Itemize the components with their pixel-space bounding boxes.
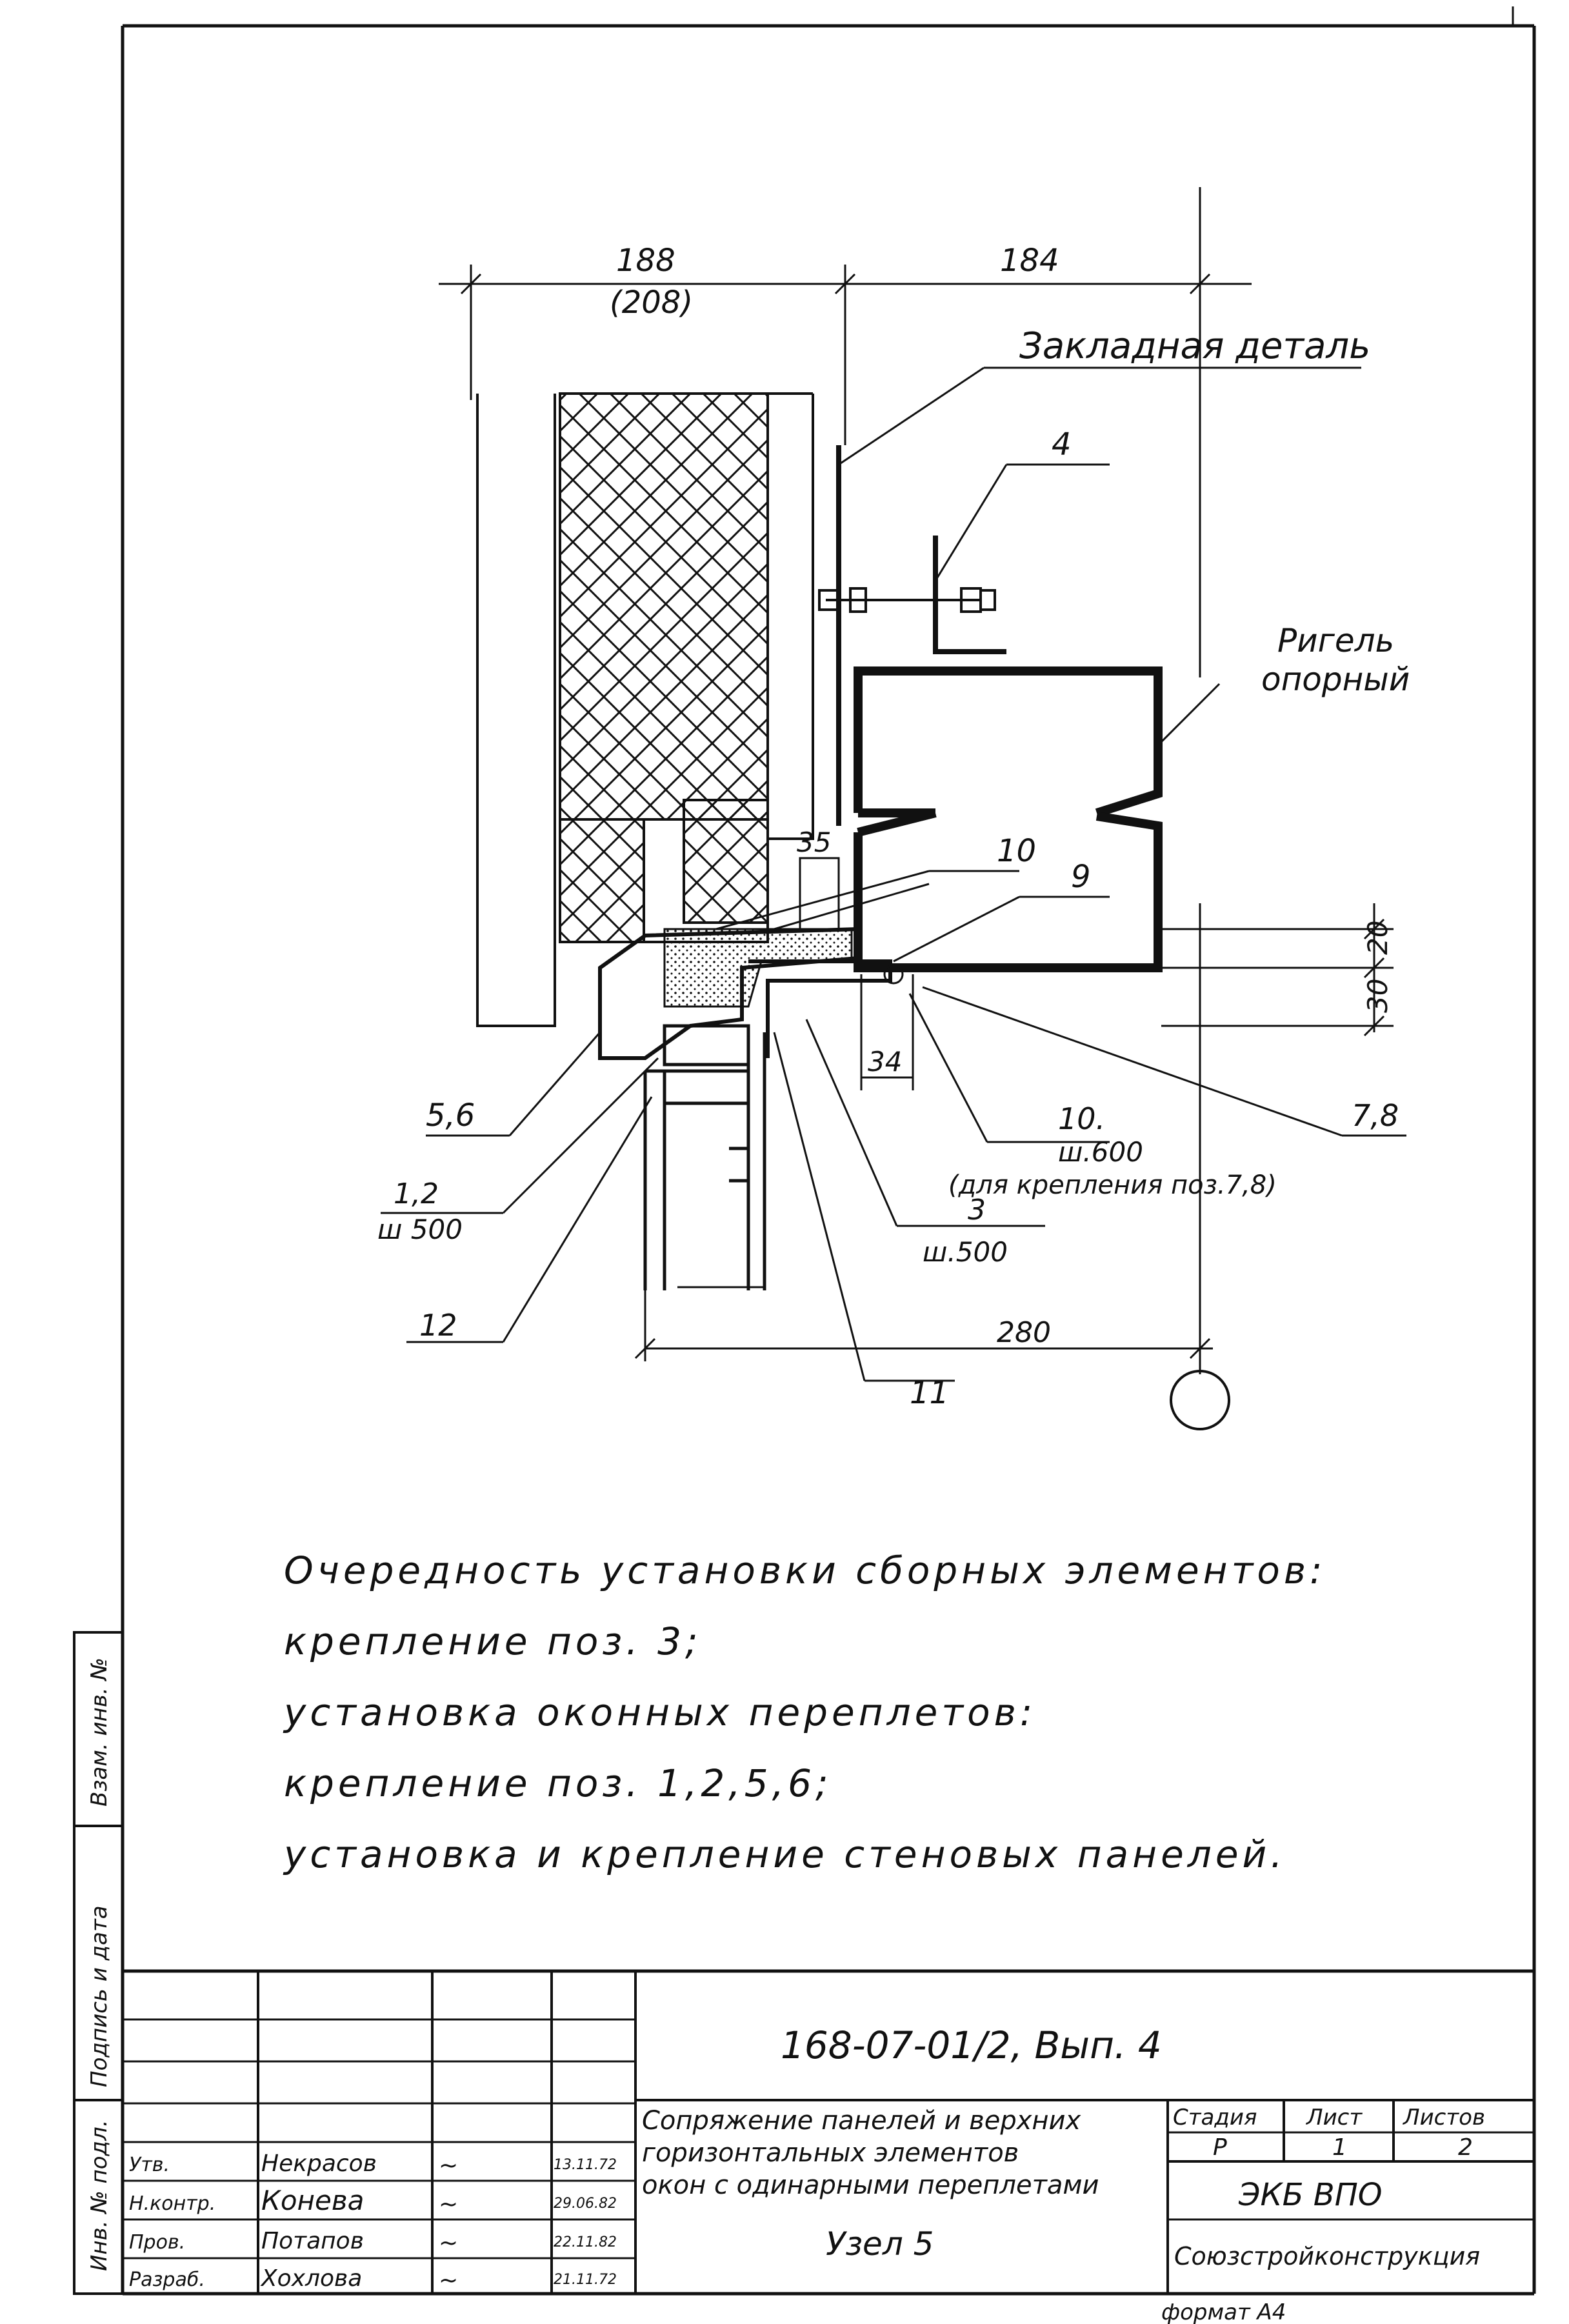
- pos-10-step: ш.600: [1058, 1136, 1143, 1168]
- person-name-4: Хохлова: [260, 2265, 362, 2292]
- dim-188: 188: [616, 243, 675, 279]
- format-label: формат А4: [1161, 2299, 1286, 2324]
- dim-35: 35: [797, 826, 831, 858]
- sheets-value: 2: [1458, 2134, 1473, 2161]
- title-line-1: Сопряжение панелей и верхних: [642, 2106, 1081, 2136]
- note-line-1: Очередность установки сборных элементов:: [284, 1548, 1326, 1592]
- axis-marker: [1170, 1370, 1230, 1430]
- wall-panel-inner-layer: [766, 394, 814, 840]
- pos-11: 11: [910, 1375, 949, 1411]
- person-sign-2: ~: [439, 2191, 458, 2218]
- title-block-text: 168-07-01/2, Вып. 4 Сопряжение панелей и…: [129, 2023, 1485, 2324]
- person-date-2: 29.06.82: [554, 2196, 617, 2212]
- org-line-1: ЭКБ ВПО: [1238, 2177, 1383, 2213]
- angle-profile-3: [748, 959, 892, 1058]
- note-line-5: установка и крепление стеновых панелей.: [284, 1832, 1286, 1876]
- pos-7-8: 7,8: [1352, 1098, 1399, 1133]
- org-line-2: Союзстройконструкция: [1174, 2242, 1480, 2270]
- person-name-3: Потапов: [261, 2228, 364, 2254]
- pos-5-6: 5,6: [426, 1097, 475, 1134]
- dim-20: 20: [1362, 921, 1394, 955]
- dimension-34: [860, 964, 914, 1090]
- person-sign-4: ~: [439, 2267, 458, 2294]
- pos-3: 3: [968, 1194, 986, 1227]
- sheet-header: Лист: [1305, 2105, 1363, 2130]
- title-line-2: горизонтальных элементов: [642, 2138, 1019, 2168]
- side-stamp: Взам. инв. № Подпись и дата Инв. № подл.: [73, 1631, 124, 2295]
- pos-3-step: ш.500: [923, 1236, 1008, 1268]
- label-beam-line1: Ригель: [1277, 622, 1394, 659]
- pos-10-note: (для крепления поз.7,8): [948, 1170, 1277, 1200]
- title-block: [123, 1969, 1534, 2294]
- insulation-layer-lower: [559, 818, 645, 943]
- dimension-top: [439, 187, 1252, 677]
- stage-value: Р: [1213, 2134, 1227, 2161]
- person-date-4: 21.11.72: [554, 2272, 617, 2288]
- fastener-35: [799, 857, 840, 930]
- pos-10-top: 10: [997, 833, 1036, 869]
- title-line-3: окон с одинарными переплетами: [642, 2170, 1099, 2200]
- window-sash: [643, 1024, 766, 1290]
- top-frame-profile: [598, 927, 860, 1060]
- leader-lines: [381, 366, 1406, 1382]
- wall-panel-outer-layer: [476, 394, 556, 1027]
- person-sign-3: ~: [439, 2230, 458, 2256]
- stamp-inv-replace: Взам. инв. №: [86, 1658, 112, 1807]
- drawing-code: 168-07-01/2, Вып. 4: [781, 2023, 1162, 2067]
- note-line-2: крепление поз. 3;: [284, 1619, 702, 1663]
- dim-280: 280: [997, 1316, 1051, 1349]
- node-detail: 188 (208) 184 Закладная деталь Ригель оп…: [377, 187, 1410, 1430]
- pos-4: 4: [1052, 426, 1072, 463]
- insulation-layer-lower-right: [683, 799, 769, 924]
- supporting-beam: [854, 666, 1163, 972]
- person-sign-1: ~: [439, 2152, 458, 2179]
- label-embedded-part: Закладная деталь: [1019, 325, 1370, 367]
- person-role-3: Пров.: [129, 2231, 185, 2254]
- sheet-value: 1: [1332, 2134, 1347, 2161]
- insulation-layer: [559, 392, 769, 821]
- person-role-1: Утв.: [129, 2154, 170, 2176]
- person-date-3: 22.11.82: [554, 2234, 617, 2250]
- stage-header: Стадия: [1173, 2105, 1257, 2130]
- note-line-4: крепление поз. 1,2,5,6;: [284, 1761, 832, 1805]
- dim-184: 184: [1000, 243, 1059, 279]
- node-label: Узел 5: [826, 2225, 934, 2263]
- pos-9: 9: [1071, 859, 1091, 895]
- person-name-1: Некрасов: [261, 2150, 377, 2177]
- person-name-2: Конева: [261, 2185, 364, 2216]
- pos-12: 12: [419, 1308, 457, 1343]
- person-role-4: Разраб.: [129, 2269, 205, 2291]
- bolt-assembly: [818, 536, 1006, 654]
- note-line-3: установка оконных переплетов:: [284, 1690, 1037, 1734]
- person-date-1: 13.11.72: [554, 2157, 617, 2173]
- stamp-sign-date: Подпись и дата: [86, 1905, 112, 2087]
- dim-30: 30: [1362, 979, 1394, 1013]
- person-role-2: Н.контр.: [129, 2192, 215, 2215]
- pos-10-bottom: 10.: [1058, 1101, 1105, 1136]
- sheets-header: Листов: [1402, 2105, 1485, 2130]
- pos-1-2-step: ш 500: [377, 1214, 463, 1245]
- dimension-20-30: [1161, 903, 1394, 1037]
- dim-34: 34: [868, 1046, 902, 1077]
- label-beam-line2: опорный: [1261, 661, 1410, 698]
- pos-1-2: 1,2: [394, 1177, 439, 1210]
- dim-208: (208): [610, 285, 693, 321]
- stamp-inv-orig: Инв. № подл.: [86, 2119, 112, 2271]
